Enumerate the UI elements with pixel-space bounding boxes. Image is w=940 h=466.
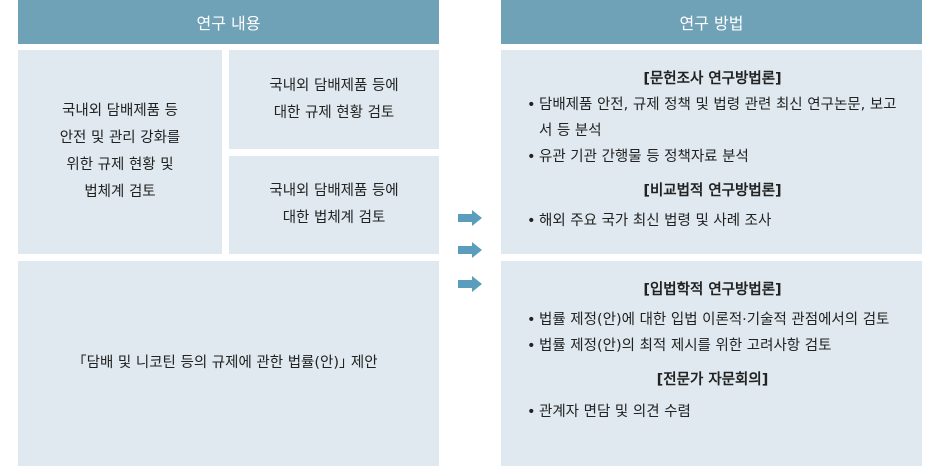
method-box-legislative-expert: [입법학적 연구방법론] 법률 제정(안)에 대한 입법 이론적·기술적 관점에… [501,261,922,466]
arrow-right-icon [458,242,482,258]
method-title: [비교법적 연구방법론] [643,183,782,199]
method-item: 해외 주요 국가 최신 법령 및 사례 조사 [527,208,898,234]
method-item: 법률 제정(안)의 최적 제시를 위한 고려사항 검토 [527,333,898,359]
research-method-header: 연구 방법 [501,0,922,44]
arrow-right-icon [458,276,482,292]
method-box-literature-comparative: [문헌조사 연구방법론] 담배제품 안전, 규제 정책 및 법령 관련 최신 연… [501,50,922,254]
method-title: [문헌조사 연구방법론] [643,71,782,87]
arrow-right-icon [458,210,482,226]
method-title: [전문가 자문회의] [656,372,769,388]
content-main-box: 국내외 담배제품 등 안전 및 관리 강화를 위한 규제 현황 및 법체계 검토 [18,50,222,254]
method-item: 관계자 면담 및 의견 수렴 [527,399,898,425]
content-law-proposal-box: ｢담배 및 니코틴 등의 규제에 관한 법률(안)｣ 제안 [18,261,439,466]
method-title: [입법학적 연구방법론] [643,282,782,298]
content-regulation-box: 국내외 담배제품 등에 대한 규제 현황 검토 [229,50,439,149]
method-item: 유관 기관 간행물 등 정책자료 분석 [527,144,898,170]
research-content-header: 연구 내용 [18,0,439,44]
content-legal-system-box: 국내외 담배제품 등에 대한 법체계 검토 [229,156,439,254]
method-item: 법률 제정(안)에 대한 입법 이론적·기술적 관점에서의 검토 [527,307,898,333]
method-item: 담배제품 안전, 규제 정책 및 법령 관련 최신 연구논문, 보고서 등 분석 [527,92,898,144]
